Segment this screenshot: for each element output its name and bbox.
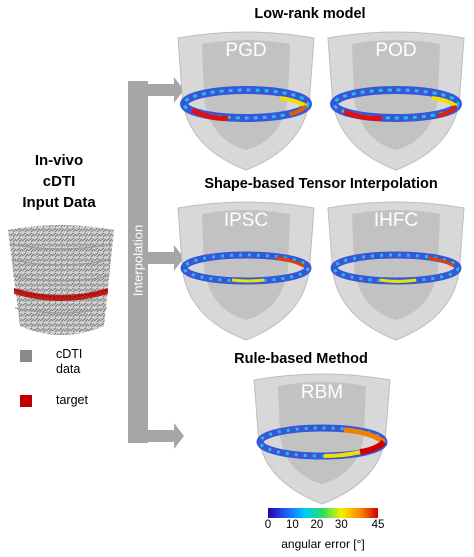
interpolation-label: Interpolation bbox=[130, 224, 146, 296]
colorbar-tick: 45 bbox=[371, 519, 385, 531]
input-title-line-2: cDTI bbox=[42, 173, 76, 190]
input-title-line-3: Input Data bbox=[22, 194, 96, 211]
heart-render-ihfc: IHFC bbox=[322, 198, 470, 346]
method-label-rbm: RBM bbox=[300, 382, 344, 403]
legend-target: target bbox=[56, 393, 88, 407]
heading-low-rank-model: Low-rank model bbox=[254, 6, 366, 22]
heart-render-rbm: RBM bbox=[248, 370, 396, 508]
heart-image-rbm bbox=[253, 373, 391, 505]
colorbar-tick: 0 bbox=[264, 519, 272, 531]
colorbar-tick: 30 bbox=[334, 519, 348, 531]
method-label-ipsc: IPSC bbox=[223, 210, 269, 231]
colorbar-ticks: 0 10 20 30 45 bbox=[264, 519, 385, 535]
angular-error-colorbar bbox=[268, 508, 378, 518]
colorbar-tick: 20 bbox=[310, 519, 324, 531]
colorbar-label: angular error [°] bbox=[281, 537, 365, 551]
input-title-line-1: In-vivo bbox=[34, 152, 84, 169]
heart-render-pod: POD bbox=[322, 28, 470, 176]
method-label-ihfc: IHFC bbox=[373, 210, 419, 231]
interpolation-arrow bbox=[128, 77, 184, 449]
method-label-pgd: PGD bbox=[225, 40, 267, 61]
heading-shape-based-tensor-interpolation: Shape-based Tensor Interpolation bbox=[204, 176, 438, 192]
heart-image-ihfc bbox=[327, 201, 465, 341]
heart-image-pgd bbox=[177, 31, 315, 171]
heart-render-pgd: PGD bbox=[172, 28, 320, 176]
heart-image-pod bbox=[327, 31, 465, 171]
cdti-input-fibers-image bbox=[8, 225, 114, 335]
legend-cdti-line-2: data bbox=[56, 362, 81, 376]
gray-square-icon bbox=[20, 350, 32, 362]
legend-cdti-data: cDTI data bbox=[56, 347, 82, 377]
heart-image-ipsc bbox=[177, 201, 315, 341]
input-data-title: In-vivo cDTI Input Data bbox=[4, 150, 114, 213]
heading-rule-based-method: Rule-based Method bbox=[234, 351, 368, 367]
colorbar-tick: 10 bbox=[286, 519, 299, 531]
red-square-icon bbox=[20, 395, 32, 407]
heart-render-ipsc: IPSC bbox=[172, 198, 320, 346]
legend-cdti-line-1: cDTI bbox=[56, 347, 83, 361]
method-label-pod: POD bbox=[375, 40, 417, 61]
